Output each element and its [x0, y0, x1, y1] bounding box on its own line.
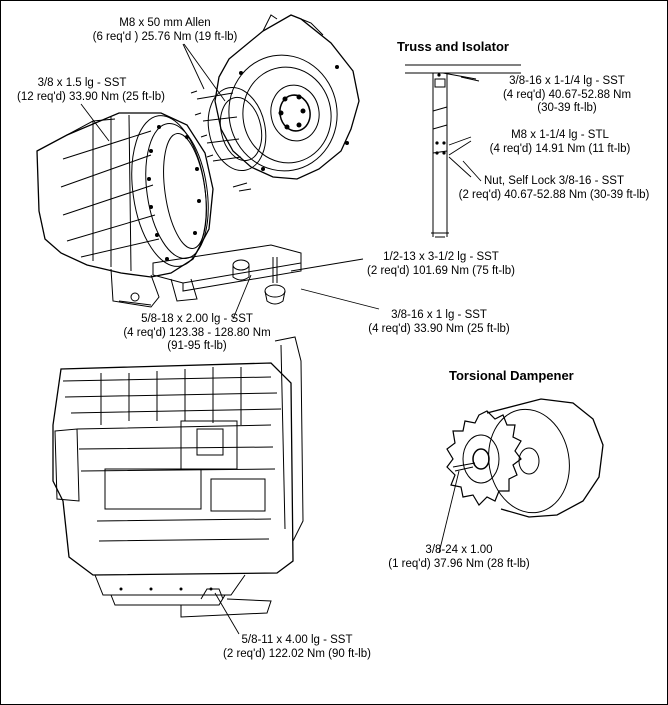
callout-m8-allen-torque: (6 req'd ) 25.76 Nm (19 ft-lb) — [92, 30, 238, 43]
callout-3-8-16-1-size: 3/8-16 x 1 lg - SST — [391, 309, 487, 321]
callout-3-8-1-5-torque: (12 req'd) 33.90 Nm (25 ft-lb) — [17, 90, 165, 103]
torsional-dampener-title: Torsional Dampener — [449, 368, 574, 383]
callout-m8-allen: M8 x 50 mm Allen (6 req'd ) 25.76 Nm (19… — [65, 17, 265, 44]
callout-5-8-11-bolt: 5/8-11 x 4.00 lg - SST (2 req'd) 122.02 … — [209, 634, 385, 661]
callout-5-8-18-size: 5/8-18 x 2.00 lg - SST — [141, 313, 253, 325]
callout-1-2-13-torque: (2 req'd) 101.69 Nm (75 ft-lb) — [367, 264, 515, 277]
callout-5-8-18-torque: (4 req'd) 123.38 - 128.80 Nm — [123, 326, 271, 339]
callout-1-2-13-size: 1/2-13 x 3-1/2 lg - SST — [383, 251, 499, 263]
truss-detail-drawing — [405, 64, 521, 238]
callout-3-8-16-1-bolt: 3/8-16 x 1 lg - SST (4 req'd) 33.90 Nm (… — [351, 309, 527, 336]
bell-housing-drawing — [190, 14, 360, 192]
callout-dampener-3-8-24-size: 3/8-24 x 1.00 — [425, 544, 493, 556]
callout-truss-nut: Nut, Self Lock 3/8-16 - SST (2 req'd) 40… — [439, 175, 668, 202]
generator-housing-drawing — [36, 112, 214, 308]
callout-truss-m8-torque: (4 req'd) 14.91 Nm (11 ft-lb) — [489, 142, 631, 155]
callout-1-2-13-bolt: 1/2-13 x 3-1/2 lg - SST (2 req'd) 101.69… — [351, 251, 531, 278]
callout-5-8-11-torque: (2 req'd) 122.02 Nm (90 ft-lb) — [223, 647, 371, 660]
callout-truss-nut-size: Nut, Self Lock 3/8-16 - SST — [484, 175, 624, 187]
callout-5-8-18-bolt: 5/8-18 x 2.00 lg - SST (4 req'd) 123.38 … — [111, 313, 283, 354]
callout-truss-m8-size: M8 x 1-1/4 lg - STL — [511, 129, 609, 141]
engine-drawing — [52, 336, 304, 618]
callout-5-8-11-size: 5/8-11 x 4.00 lg - SST — [241, 634, 353, 646]
callout-truss-3-8-16-ftlb: (30-39 ft-lb) — [537, 102, 597, 114]
callout-truss-m8-bolt: M8 x 1-1/4 lg - STL (4 req'd) 14.91 Nm (… — [475, 129, 645, 156]
callout-3-8-1-5-bolt: 3/8 x 1.5 lg - SST (12 req'd) 33.90 Nm (… — [17, 77, 165, 104]
truss-isolator-title: Truss and Isolator — [397, 39, 509, 54]
callout-3-8-16-1-torque: (4 req'd) 33.90 Nm (25 ft-lb) — [368, 322, 510, 335]
leader-lines — [80, 43, 482, 635]
callout-5-8-18-ftlb: (91-95 ft-lb) — [167, 340, 227, 352]
callout-3-8-1-5-size: 3/8 x 1.5 lg - SST — [37, 77, 127, 89]
callout-dampener-3-8-24-bolt: 3/8-24 x 1.00 (1 req'd) 37.96 Nm (28 ft-… — [377, 544, 541, 571]
callout-truss-3-8-16-bolt: 3/8-16 x 1-1/4 lg - SST (4 req'd) 40.67-… — [487, 75, 647, 116]
callout-truss-3-8-16-torque: (4 req'd) 40.67-52.88 Nm — [502, 88, 632, 101]
callout-dampener-3-8-24-torque: (1 req'd) 37.96 Nm (28 ft-lb) — [388, 557, 530, 570]
callout-truss-3-8-16-size: 3/8-16 x 1-1/4 lg - SST — [509, 75, 625, 87]
base-rail-drawing — [152, 244, 302, 305]
torsional-dampener-drawing — [446, 398, 604, 518]
callout-truss-nut-torque: (2 req'd) 40.67-52.88 Nm (30-39 ft-lb) — [458, 188, 650, 201]
callout-m8-allen-size: M8 x 50 mm Allen — [119, 17, 211, 29]
